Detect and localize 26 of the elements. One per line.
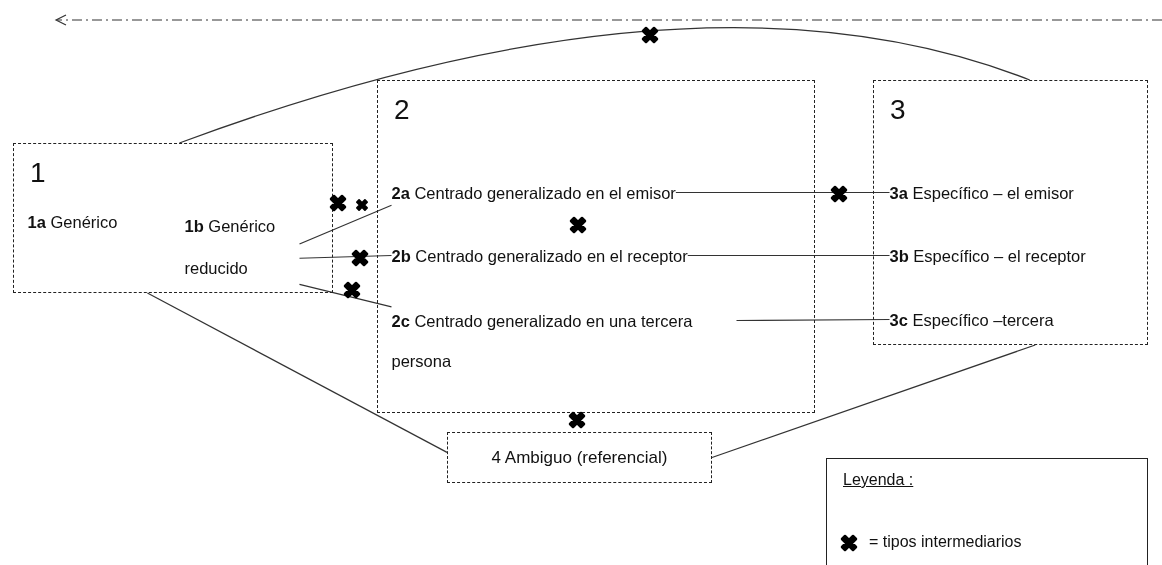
connector-line xyxy=(711,344,1036,459)
connector-line xyxy=(298,283,393,308)
connector-line xyxy=(298,254,393,259)
group-box xyxy=(13,143,333,293)
group-box xyxy=(873,80,1148,345)
category-label: 2a Centrado generalizado en el emisor xyxy=(391,176,676,209)
category-label: 2b Centrado generalizado en el receptor xyxy=(391,239,688,272)
connector-line xyxy=(298,204,393,245)
connector-line xyxy=(178,27,1031,144)
connector-line xyxy=(675,191,891,194)
category-label: 1b Genérico reducido xyxy=(184,204,300,289)
category-label: 4 Ambiguo (referencial) xyxy=(491,447,668,468)
connector-line xyxy=(735,318,891,322)
legend-text: = tipos intermediarios xyxy=(869,533,1022,551)
connector-line xyxy=(687,254,891,257)
category-label: 3a Específico – el emisor xyxy=(889,176,1074,209)
connector-line xyxy=(146,292,448,453)
category-label: 1a Genérico xyxy=(27,204,118,239)
category-label: 3c Específico –tercera xyxy=(889,303,1054,336)
category-label: 2c Centrado generalizado en una tercera persona xyxy=(391,300,737,381)
group-number: 3 xyxy=(890,93,906,127)
category-label: 3b Específico – el receptor xyxy=(889,239,1086,272)
category-box xyxy=(447,432,712,483)
group-number: 2 xyxy=(394,93,410,127)
legend-title: Leyenda : xyxy=(843,471,914,489)
group-number: 1 xyxy=(30,156,46,190)
